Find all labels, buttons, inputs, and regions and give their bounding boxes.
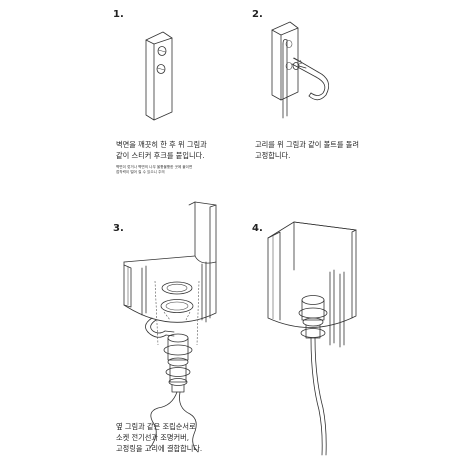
step-2-caption-line-1: 고리를 위 그림과 같이 볼트를 돌려 <box>255 140 359 149</box>
step-3-caption-line-1: 옆 그림과 같은 조립순서로 <box>116 422 196 431</box>
step-3-lamp-cover <box>123 201 217 323</box>
step-1-number: 1. <box>113 9 124 20</box>
step-3-fixing-rings <box>160 281 194 313</box>
step-1-screw-top <box>157 46 167 56</box>
step-4-socket <box>298 295 328 339</box>
step-1-caption-line-2: 같이 스티커 후크를 붙입니다. <box>116 151 205 160</box>
step-4-lamp-cover <box>267 221 357 328</box>
step-1-caption: 벽면을 깨끗히 한 후 위 그림과 같이 스티커 후크를 붙입니다. <box>116 139 207 161</box>
step-3-hook-curl <box>145 317 175 338</box>
step-1-hook-plate <box>145 31 173 121</box>
step-3-guide-lines <box>154 280 200 346</box>
step-2-number: 2. <box>252 9 263 20</box>
step-3-number: 3. <box>113 223 124 234</box>
step-3-electric-wire <box>149 391 199 453</box>
step-2-caption-line-2: 고정합니다. <box>255 151 291 160</box>
step-4-hook-rods <box>329 269 345 348</box>
step-3-caption: 옆 그림과 같은 조립순서로 소켓 전기선과 조명커버, 고정링을 고리에 결합… <box>116 421 202 454</box>
step-2-bolt <box>292 57 307 70</box>
step-1-note-line-1: 벽면이 젖거나 벽면의 나무 울퉁불퉁한 곳에 붙이면 <box>116 165 193 169</box>
step-1-screw-bottom <box>156 64 166 74</box>
step-4-number: 4. <box>252 223 263 234</box>
step-3-caption-line-2: 소켓 전기선과 조명커버, <box>116 433 189 442</box>
step-1-note: 벽면이 젖거나 벽면의 나무 울퉁불퉁한 곳에 붙이면 접착력이 떨어 질 수 … <box>116 165 192 176</box>
step-4-electric-wire <box>310 337 327 456</box>
step-2-hook-rod <box>282 39 330 119</box>
step-3-socket <box>163 333 193 393</box>
step-2-caption: 고리를 위 그림과 같이 볼트를 돌려 고정합니다. <box>255 139 359 161</box>
step-2-hook-plate <box>271 21 299 101</box>
step-1-caption-line-1: 벽면을 깨끗히 한 후 위 그림과 <box>116 140 207 149</box>
step-3-hook-rods <box>141 261 207 323</box>
step-3-caption-line-3: 고정링을 고리에 결합합니다. <box>116 444 203 453</box>
step-1-note-line-2: 접착력이 떨어 질 수 있으니 주의 <box>116 170 165 175</box>
